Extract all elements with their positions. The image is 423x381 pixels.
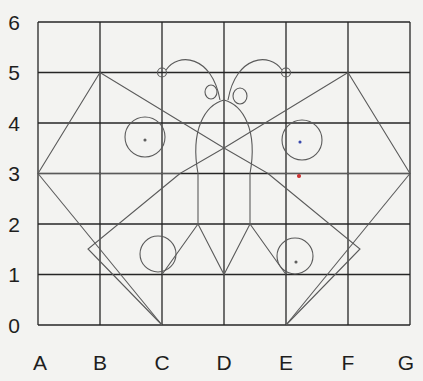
- column-letter: F: [342, 352, 355, 373]
- column-letter: D: [216, 352, 231, 373]
- column-letter: B: [93, 352, 107, 373]
- column-letter: E: [279, 352, 293, 373]
- row-number: 1: [8, 264, 20, 285]
- row-number: 3: [8, 163, 20, 184]
- row-number: 0: [8, 315, 20, 336]
- row-number: 6: [8, 12, 20, 33]
- butterfly-figure: [38, 60, 410, 325]
- column-letter: G: [398, 352, 414, 373]
- row-number: 2: [8, 214, 20, 235]
- row-number: 4: [8, 113, 20, 134]
- row-number: 5: [8, 62, 20, 83]
- column-letter: A: [33, 352, 47, 373]
- column-letter: C: [154, 352, 169, 373]
- grid-lines: [38, 22, 410, 325]
